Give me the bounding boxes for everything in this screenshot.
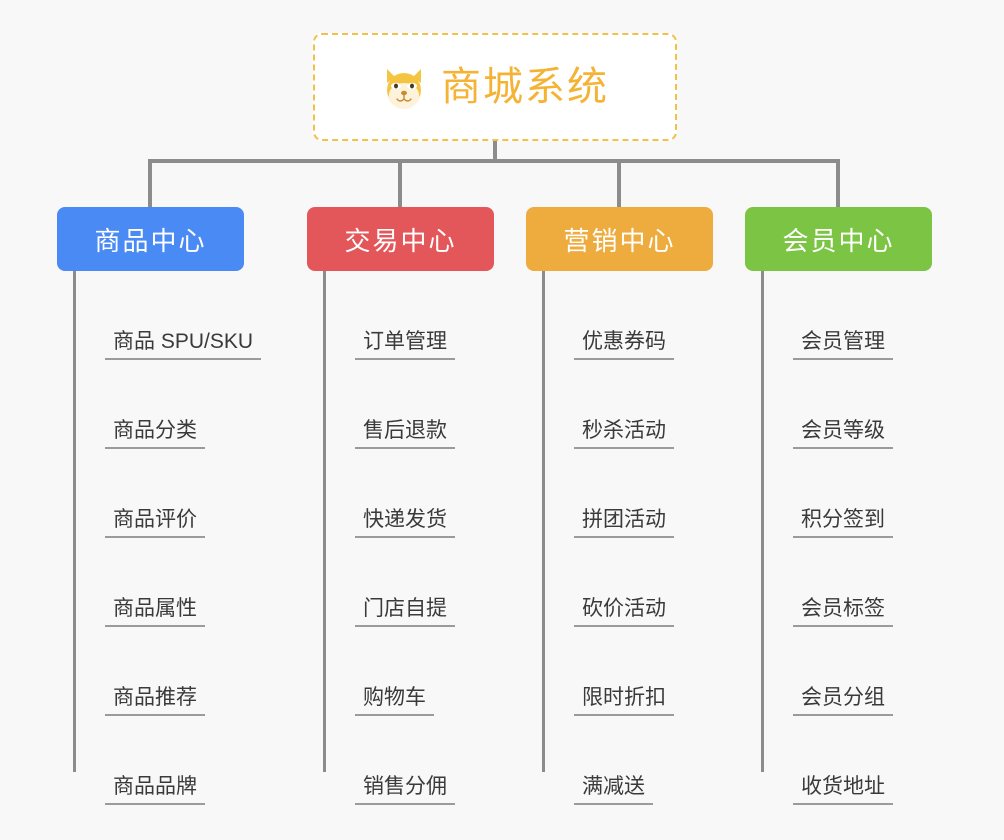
list-item[interactable]: 积分签到 xyxy=(761,449,932,538)
connector-drop-1 xyxy=(148,159,152,209)
column-member-center: 会员中心 会员管理 会员等级 积分签到 会员标签 会员分组 收货地址 xyxy=(745,207,932,805)
list-item-label: 商品推荐 xyxy=(105,686,205,716)
list-item-label: 砍价活动 xyxy=(574,597,674,627)
column-trunk xyxy=(323,271,326,772)
list-item-label: 优惠券码 xyxy=(574,330,674,360)
list-item[interactable]: 会员等级 xyxy=(761,360,932,449)
list-item[interactable]: 购物车 xyxy=(323,627,494,716)
column-body-member-center: 会员管理 会员等级 积分签到 会员标签 会员分组 收货地址 xyxy=(761,271,932,805)
column-header-product-center[interactable]: 商品中心 xyxy=(57,207,244,271)
column-trunk xyxy=(761,271,764,772)
list-item[interactable]: 门店自提 xyxy=(323,538,494,627)
column-trunk xyxy=(542,271,545,772)
shiba-dog-emoji xyxy=(381,64,427,110)
connector-drop-3 xyxy=(617,159,621,209)
list-item-label: 门店自提 xyxy=(355,597,455,627)
column-header-marketing-center[interactable]: 营销中心 xyxy=(526,207,713,271)
column-title: 营销中心 xyxy=(563,225,676,256)
list-item-label: 会员分组 xyxy=(793,686,893,716)
list-item[interactable]: 订单管理 xyxy=(323,271,494,360)
column-product-center: 商品中心 商品 SPU/SKU 商品分类 商品评价 商品属性 商品推荐 商品品牌 xyxy=(57,207,262,805)
connector-drop-4 xyxy=(836,159,840,209)
column-title: 会员中心 xyxy=(782,225,895,256)
list-item[interactable]: 拼团活动 xyxy=(542,449,713,538)
list-item[interactable]: 商品评价 xyxy=(73,449,244,538)
list-item-label: 订单管理 xyxy=(355,330,455,360)
root-title: 商城系统 xyxy=(441,65,609,109)
list-item[interactable]: 商品品牌 xyxy=(73,716,244,805)
connector-root-stem xyxy=(493,141,497,163)
list-item-label: 商品 SPU/SKU xyxy=(105,330,262,360)
list-item-label: 会员管理 xyxy=(793,330,893,360)
list-item[interactable]: 收货地址 xyxy=(761,716,932,805)
list-item[interactable]: 商品属性 xyxy=(73,538,244,627)
list-item[interactable]: 销售分佣 xyxy=(323,716,494,805)
list-item-label: 满减送 xyxy=(574,775,653,805)
column-header-member-center[interactable]: 会员中心 xyxy=(745,207,932,271)
list-item[interactable]: 限时折扣 xyxy=(542,627,713,716)
list-item-label: 售后退款 xyxy=(355,419,455,449)
list-item[interactable]: 商品分类 xyxy=(73,360,244,449)
column-body-product-center: 商品 SPU/SKU 商品分类 商品评价 商品属性 商品推荐 商品品牌 xyxy=(73,271,262,805)
column-header-trade-center[interactable]: 交易中心 xyxy=(307,207,494,271)
list-item[interactable]: 满减送 xyxy=(542,716,713,805)
column-marketing-center: 营销中心 优惠券码 秒杀活动 拼团活动 砍价活动 限时折扣 满减送 xyxy=(526,207,713,805)
list-item-label: 商品属性 xyxy=(105,597,205,627)
list-item[interactable]: 商品 SPU/SKU xyxy=(73,271,262,360)
list-item-label: 购物车 xyxy=(355,686,434,716)
list-item-label: 商品评价 xyxy=(105,508,205,538)
list-item[interactable]: 优惠券码 xyxy=(542,271,713,360)
list-item-label: 快递发货 xyxy=(355,508,455,538)
column-trade-center: 交易中心 订单管理 售后退款 快递发货 门店自提 购物车 销售分佣 xyxy=(307,207,494,805)
list-item-label: 收货地址 xyxy=(793,775,893,805)
list-item[interactable]: 快递发货 xyxy=(323,449,494,538)
root-node[interactable]: 商城系统 xyxy=(313,33,677,141)
list-item[interactable]: 会员分组 xyxy=(761,627,932,716)
list-item[interactable]: 秒杀活动 xyxy=(542,360,713,449)
list-item-label: 限时折扣 xyxy=(574,686,674,716)
list-item[interactable]: 会员标签 xyxy=(761,538,932,627)
list-item[interactable]: 售后退款 xyxy=(323,360,494,449)
list-item-label: 销售分佣 xyxy=(355,775,455,805)
list-item-label: 拼团活动 xyxy=(574,508,674,538)
column-title: 交易中心 xyxy=(344,225,457,256)
list-item-label: 秒杀活动 xyxy=(574,419,674,449)
column-title: 商品中心 xyxy=(94,225,207,256)
list-item[interactable]: 会员管理 xyxy=(761,271,932,360)
column-body-trade-center: 订单管理 售后退款 快递发货 门店自提 购物车 销售分佣 xyxy=(323,271,494,805)
list-item-label: 会员等级 xyxy=(793,419,893,449)
list-item-label: 商品分类 xyxy=(105,419,205,449)
list-item-label: 会员标签 xyxy=(793,597,893,627)
list-item[interactable]: 砍价活动 xyxy=(542,538,713,627)
column-body-marketing-center: 优惠券码 秒杀活动 拼团活动 砍价活动 限时折扣 满减送 xyxy=(542,271,713,805)
list-item-label: 商品品牌 xyxy=(105,775,205,805)
list-item-label: 积分签到 xyxy=(793,508,893,538)
list-item[interactable]: 商品推荐 xyxy=(73,627,244,716)
column-trunk xyxy=(73,271,76,772)
connector-horizontal-bus xyxy=(148,159,840,163)
connector-drop-2 xyxy=(398,159,402,209)
